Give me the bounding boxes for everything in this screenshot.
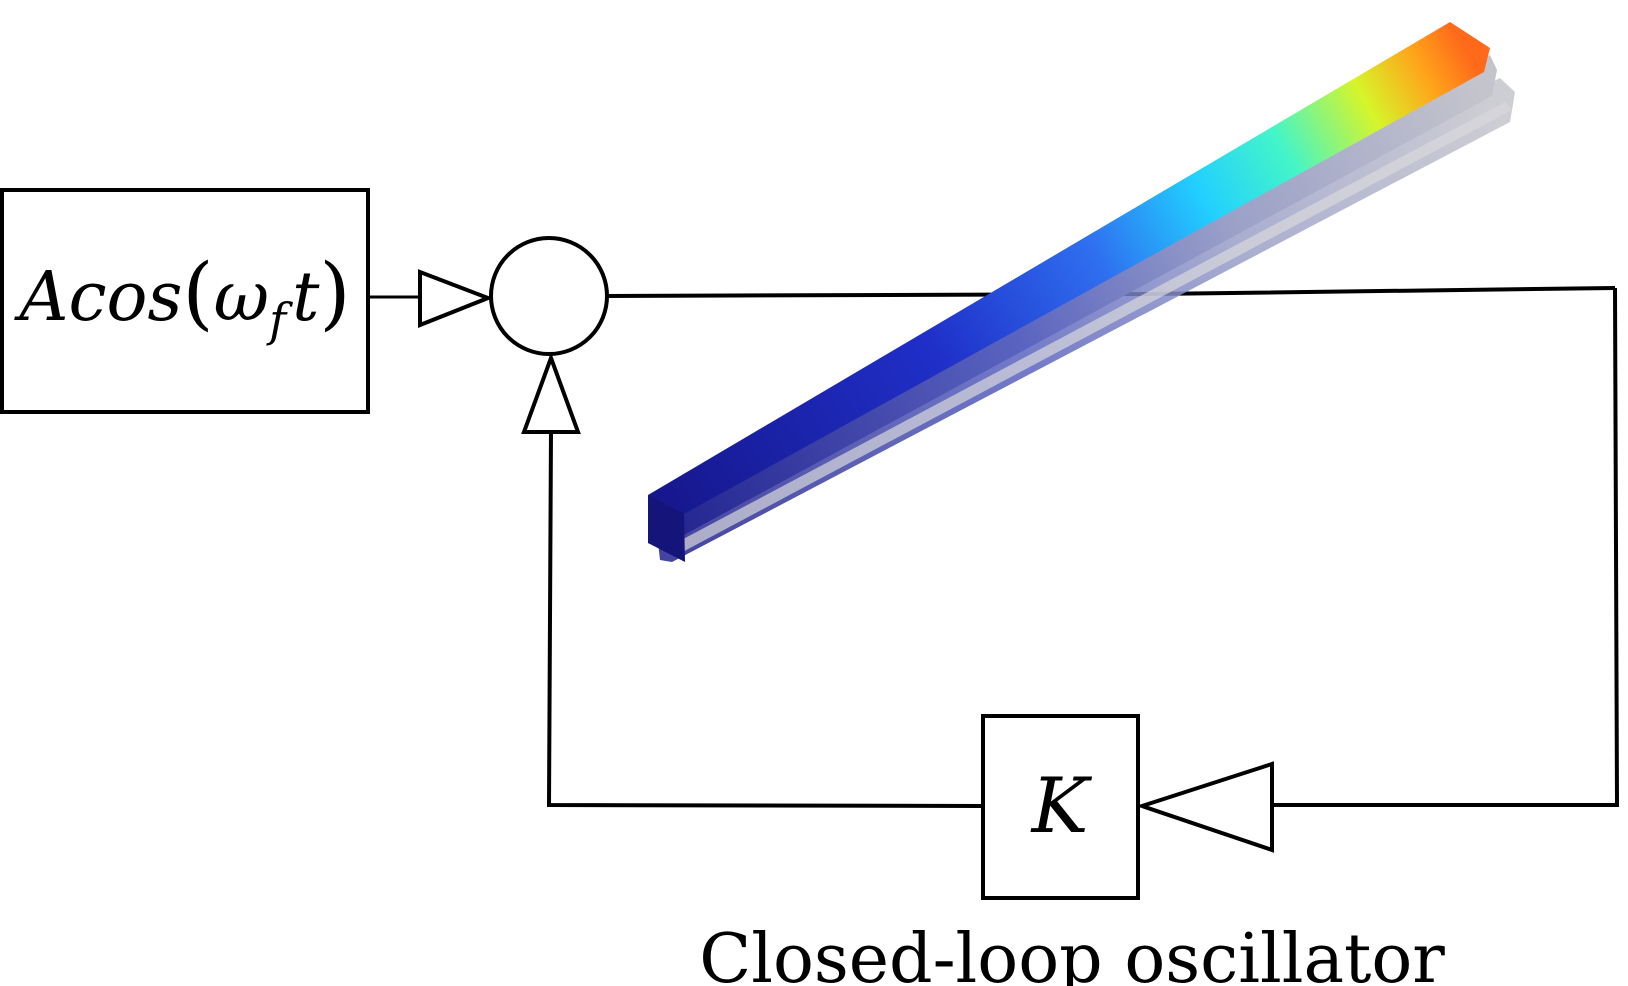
svg-text:Acos(ωft): Acos(ωft) [13,246,350,347]
input-amplitude: A [13,258,68,337]
input-cos: cos [68,258,182,337]
input-t: t [292,258,320,337]
right-return-line [1272,287,1620,807]
cantilever-beam-image [648,22,1515,562]
input-arrow [418,269,494,328]
feedback-path-line [546,429,984,808]
input-block: Acos(ωft) [0,188,370,414]
summing-junction [489,236,609,356]
gain-label: K [1030,761,1093,850]
feedback-up-arrow [521,352,581,434]
diagram-caption: Closed-loop oscillator [699,920,1445,986]
input-paren-close: ) [319,246,350,339]
input-omega: ω [214,258,269,337]
gain-block: K [981,714,1140,900]
input-paren-open: ( [182,246,213,339]
feedback-arrow [1135,761,1274,853]
